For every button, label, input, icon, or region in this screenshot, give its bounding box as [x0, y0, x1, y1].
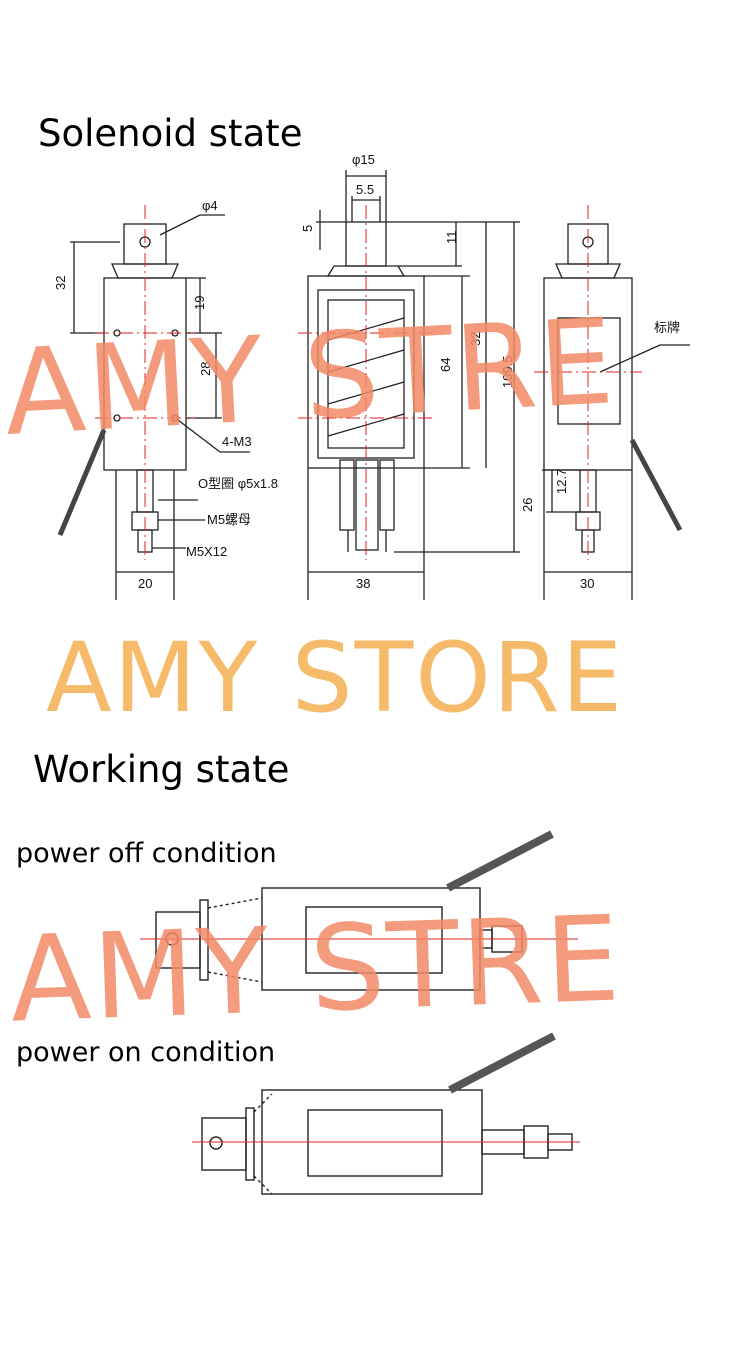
power-off-drawing	[155, 830, 554, 991]
power-off-label: power off condition	[16, 838, 277, 869]
dim-64: 64	[438, 358, 453, 372]
dim-phi4: φ4	[202, 198, 218, 213]
dim-26: 26	[520, 498, 535, 512]
solenoid-state-heading: Solenoid state	[38, 112, 303, 155]
dim-m5x12: M5X12	[186, 544, 227, 559]
dim-5: 5	[300, 225, 315, 232]
dim-phi15: φ15	[352, 152, 375, 167]
power-on-label: power on condition	[16, 1037, 276, 1068]
dim-30: 30	[580, 576, 594, 591]
dim-m5-nut: M5螺母	[207, 512, 251, 527]
dim-109-5: 109.5	[500, 355, 515, 388]
dim-20: 20	[138, 576, 152, 591]
dim-4-m3: 4-M3	[222, 434, 252, 449]
dim-nameplate: 标牌	[654, 320, 680, 335]
dim-12-7: 12.7	[554, 469, 569, 494]
dim-32-left: 32	[53, 276, 68, 290]
working-state-heading: Working state	[33, 748, 290, 791]
watermark-middle: AMY STORE	[46, 622, 625, 734]
dim-11: 11	[444, 231, 459, 245]
dim-32-mid: 32	[468, 332, 483, 346]
dim-19: 19	[192, 296, 207, 310]
dim-38: 38	[356, 576, 370, 591]
dim-o-ring: O型圈 φ5x1.8	[198, 476, 278, 491]
dim-5-5: 5.5	[356, 182, 374, 197]
dim-28: 28	[198, 362, 213, 376]
watermark-bottom: AMY STRE	[7, 889, 624, 1049]
